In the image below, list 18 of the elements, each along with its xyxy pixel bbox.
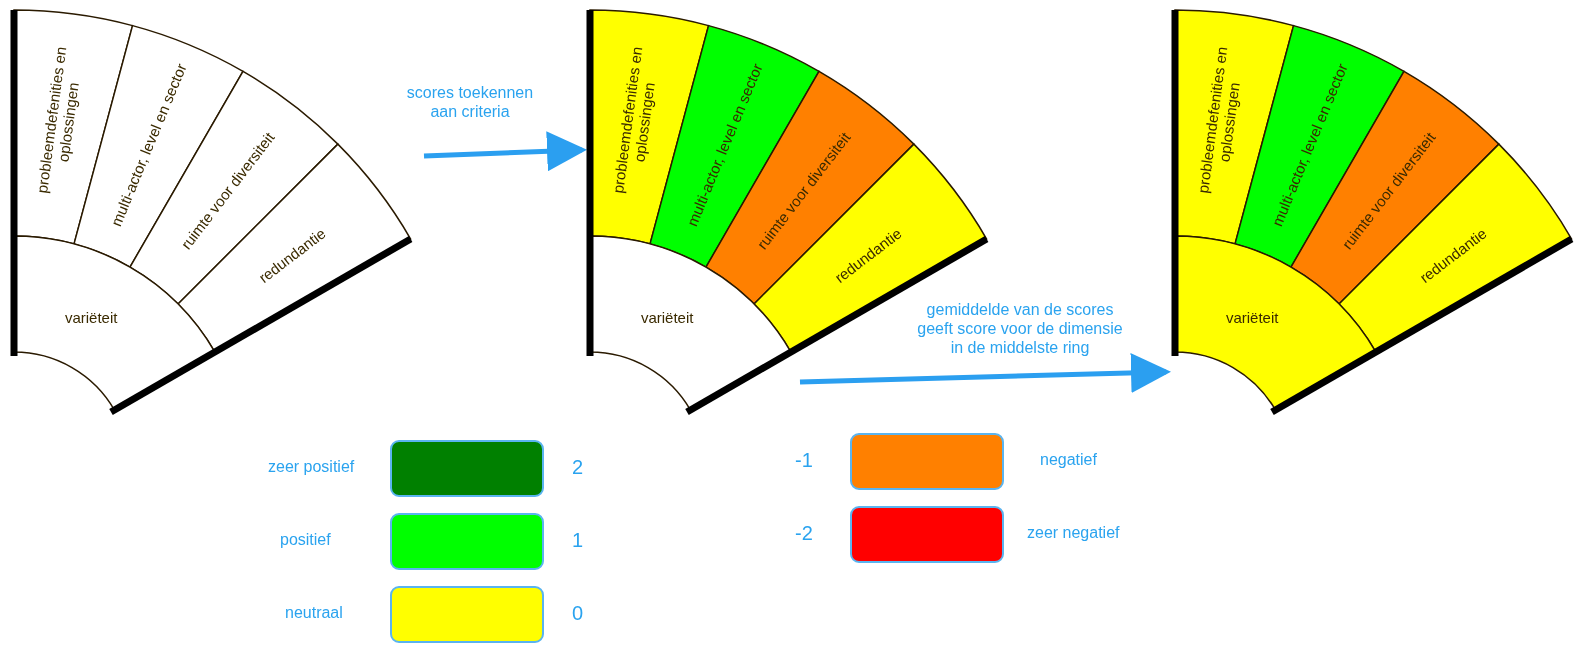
legend-label: neutraal (285, 604, 343, 622)
arrow (799, 352, 1171, 393)
score-number: 2 (572, 456, 584, 479)
segment-label: probleemdefenities en oplossingen (32, 44, 83, 197)
score-number: 0 (572, 602, 584, 625)
legend-label: zeer negatief (1027, 524, 1120, 542)
score-number: 1 (572, 529, 584, 552)
arrow (423, 131, 587, 172)
legend-label: negatief (1040, 451, 1097, 469)
segment-label: variëteit (1225, 308, 1279, 326)
segment-label: probleemdefenities en oplossingen (1193, 44, 1244, 197)
legend-label: positief (280, 531, 331, 549)
segment-label: variëteit (640, 308, 694, 326)
score-number: -2 (795, 522, 813, 545)
score-number: -1 (795, 449, 813, 472)
legend-label: zeer positief (268, 458, 355, 476)
segment-label: variëteit (64, 308, 118, 326)
segment-label: probleemdefenities en oplossingen (608, 44, 659, 197)
